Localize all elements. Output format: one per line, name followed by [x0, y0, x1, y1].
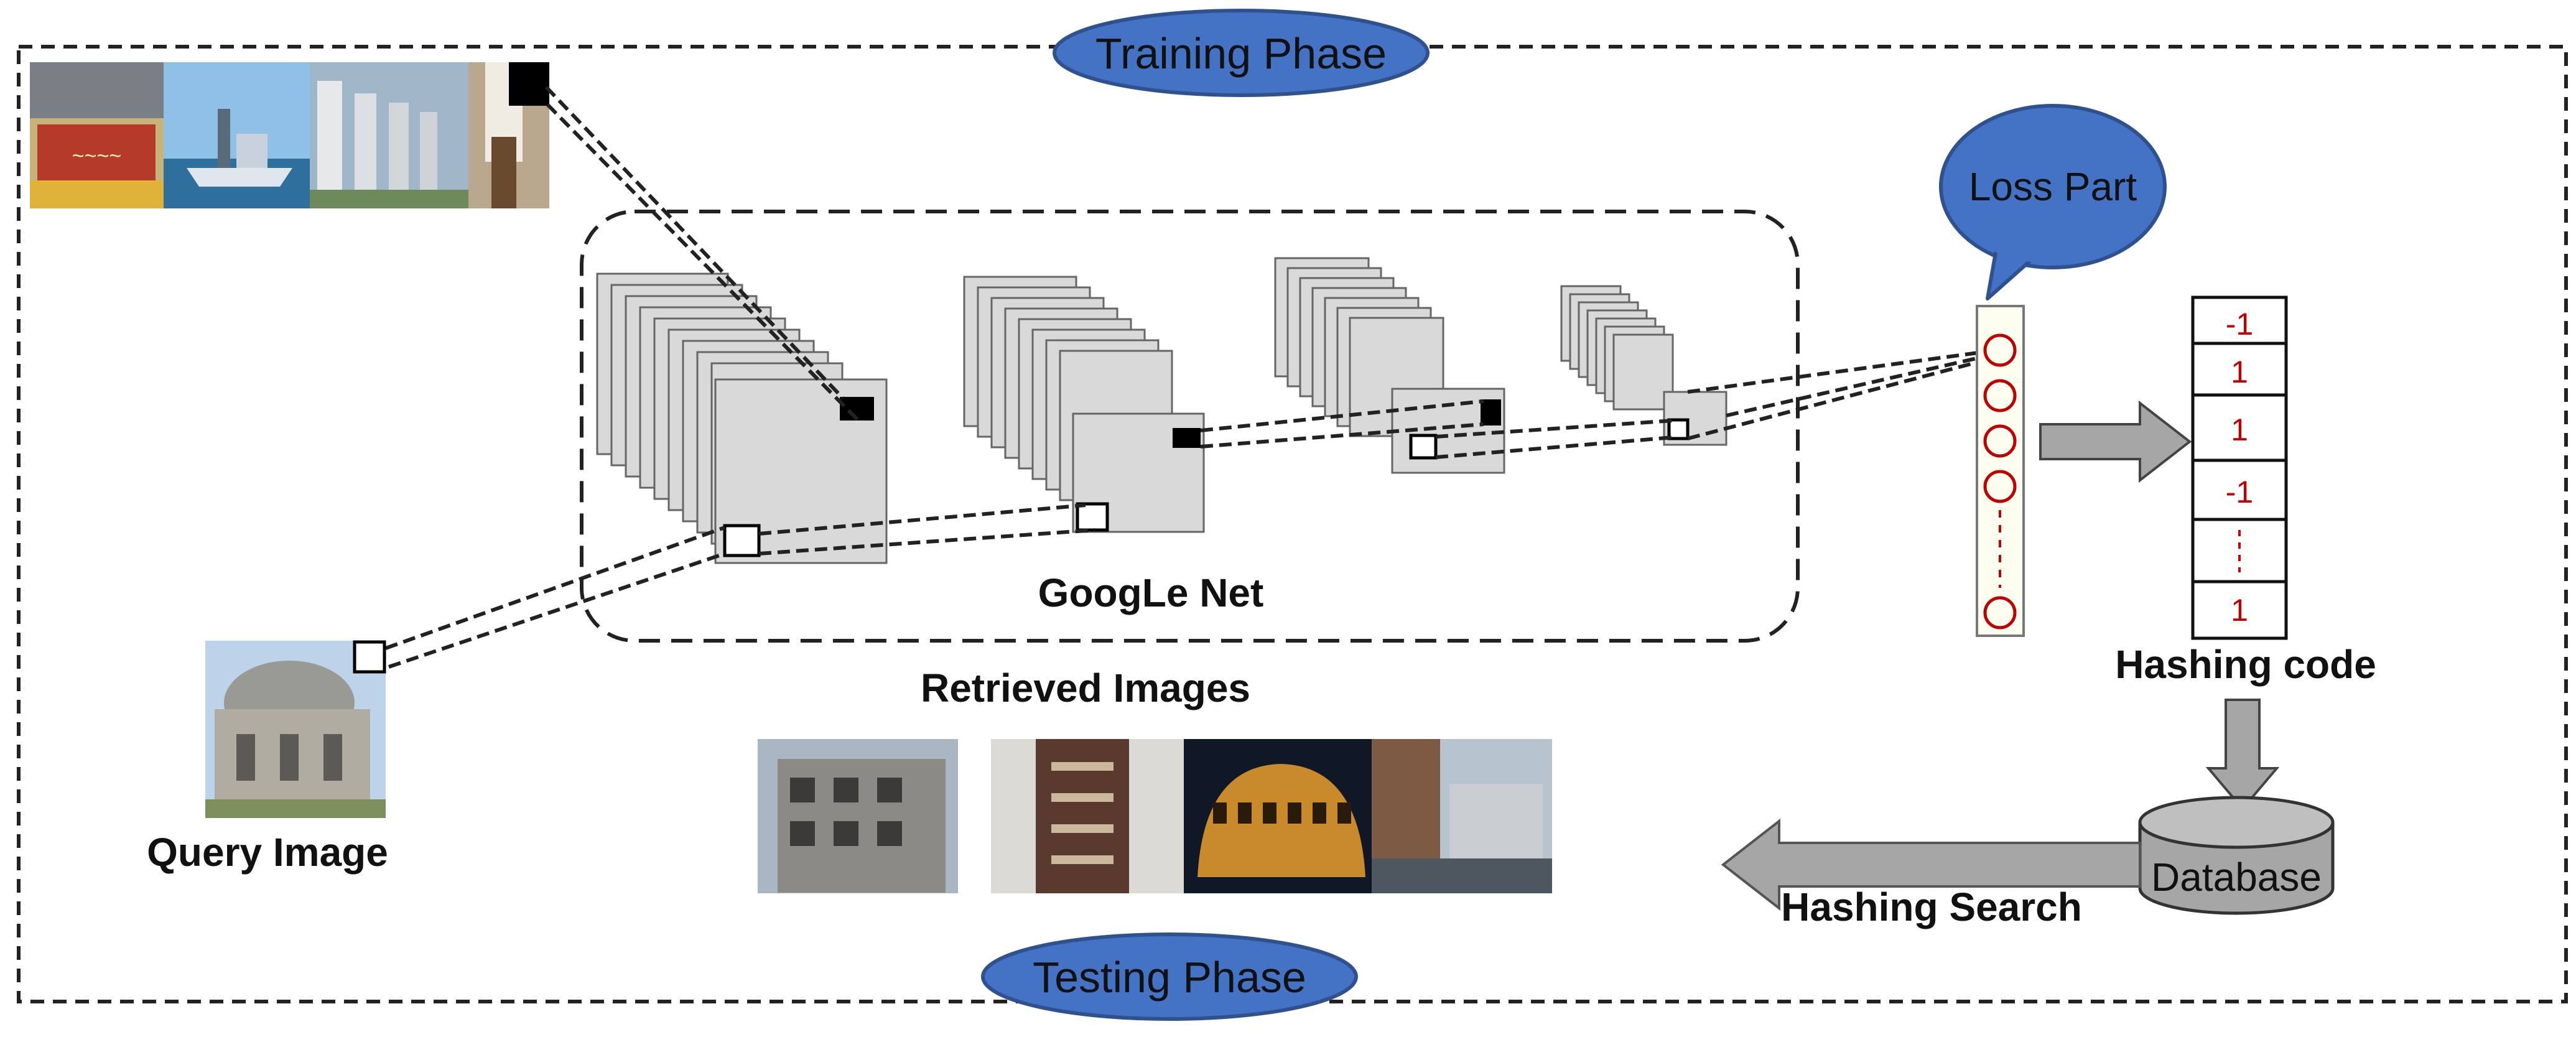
- training-phase-badge: Training Phase: [1053, 9, 1430, 97]
- svg-text:~~~~: ~~~~: [72, 144, 121, 168]
- conv-layer-stack-4: [1560, 285, 1727, 446]
- training-image-ship: [164, 62, 310, 208]
- retrieved-image-colosseum: [1184, 739, 1372, 893]
- query-kernel-marker: [353, 640, 386, 674]
- hashing-code-label: Hashing code: [2115, 642, 2376, 687]
- conv-layer-stack-2: [963, 276, 1205, 533]
- connection-lines: [384, 85, 1988, 669]
- retrieved-image-street: [1372, 739, 1552, 893]
- arrow-left: [1721, 818, 2141, 911]
- neuron: [1983, 333, 2017, 367]
- conv-layer-stack-3: [1274, 257, 1505, 474]
- googlenet-label: GoogLe Net: [1038, 570, 1264, 615]
- query-image-label: Query Image: [147, 830, 388, 875]
- retrieved-images: [758, 739, 1552, 893]
- retrieved-image-ruin: [758, 739, 958, 893]
- neuron: [1983, 596, 2017, 630]
- arrow-down: [2205, 699, 2280, 811]
- googlenet-frame: [580, 210, 1800, 643]
- neuron: [1983, 470, 2017, 503]
- hash-bit: 1: [2231, 412, 2248, 447]
- testing-phase-label: Testing Phase: [1033, 953, 1306, 1002]
- kernel-marker: [1481, 399, 1501, 425]
- kernel-marker: [723, 524, 761, 557]
- hash-bit: 1: [2231, 355, 2248, 389]
- hash-bit: 1: [2231, 593, 2248, 628]
- training-phase-label: Training Phase: [1095, 29, 1387, 78]
- testing-phase-badge: Testing Phase: [981, 932, 1358, 1021]
- fc-neuron-column: [1976, 305, 2025, 637]
- hash-code-column: -1 1 1 -1 1: [2191, 295, 2288, 640]
- training-image-interior: [468, 62, 549, 208]
- kernel-marker: [1173, 428, 1201, 448]
- neuron: [1983, 379, 2017, 412]
- kernel-marker: [1667, 418, 1690, 440]
- loss-part-bubble: Loss Part: [1939, 104, 2167, 300]
- retrieved-images-label: Retrieved Images: [921, 666, 1250, 710]
- database-cylinder: Database: [2138, 796, 2335, 915]
- neuron: [1983, 424, 2017, 458]
- training-images: ~~~~: [30, 62, 549, 208]
- arrow-right: [2039, 400, 2192, 483]
- loss-part-label: Loss Part: [1969, 164, 2137, 209]
- hash-bit: -1: [2226, 475, 2253, 509]
- kernel-marker: [1076, 502, 1109, 532]
- query-image: [205, 641, 386, 818]
- database-label: Database: [2151, 855, 2322, 900]
- kernel-marker: [1409, 434, 1438, 460]
- conv-layer-stack-1: [596, 272, 888, 564]
- training-image-shop: ~~~~: [30, 62, 164, 208]
- hashing-search-label: Hashing Search: [1781, 885, 2082, 929]
- hash-bit: -1: [2226, 307, 2253, 342]
- retrieved-image-tower: [991, 739, 1184, 893]
- training-image-pillars: [310, 62, 468, 208]
